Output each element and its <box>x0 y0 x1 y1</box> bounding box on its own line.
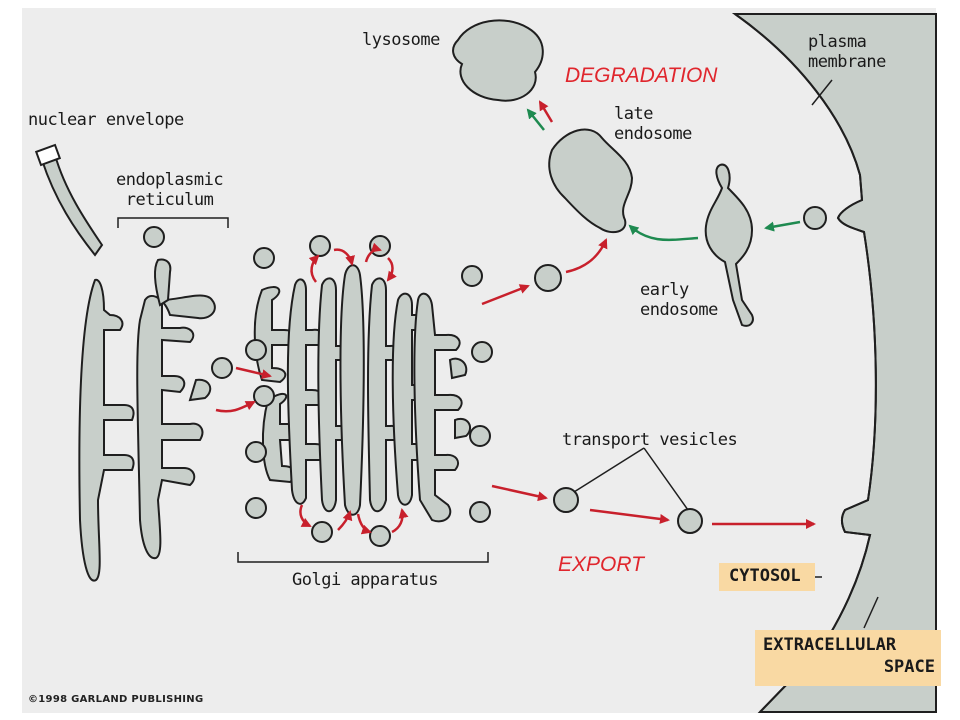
golgi-vesicle <box>469 501 491 523</box>
late-endosome-label: late endosome <box>614 104 692 144</box>
golgi-vesicle <box>369 525 391 547</box>
extracellular-space-box: EXTRACELLULAR SPACE <box>755 630 941 686</box>
plasma-membrane-label: plasma membrane <box>808 32 886 72</box>
late-endosome-to-lysosome-arrow <box>538 100 554 123</box>
transport-vesicles-leader <box>573 447 645 493</box>
golgi-vesicle <box>534 264 562 292</box>
vesicle-to-late-endosome-arrow <box>565 238 608 274</box>
golgi-vesicle <box>311 521 333 543</box>
transport-vesicle <box>553 487 579 513</box>
golgi-vesicle <box>461 265 483 287</box>
golgi-recycle-arrow <box>364 242 382 263</box>
transport-vesicles-label: transport vesicles <box>562 430 738 450</box>
export-label: EXPORT <box>558 553 644 576</box>
endoplasmic-reticulum-bulge <box>188 378 212 402</box>
golgi-recycle-arrow <box>308 254 320 283</box>
early-to-late-endosome-arrow <box>628 224 699 242</box>
golgi-recycle-arrow <box>391 508 409 534</box>
copyright-text: ©1998 GARLAND PUBLISHING <box>28 694 204 705</box>
golgi-recycle-arrow <box>356 513 372 535</box>
late-endosome <box>548 128 634 234</box>
golgi-recycle-arrow <box>337 510 353 531</box>
plasma-membrane-label-line1: plasma <box>808 32 867 52</box>
golgi-to-vesicle-arrow <box>481 284 530 306</box>
golgi-cisterna-3 <box>286 278 327 505</box>
extracellular-leader <box>863 596 879 629</box>
late-endosome-label-line2: endosome <box>614 124 692 144</box>
golgi-vesicle <box>253 385 275 407</box>
late-endosome-to-lysosome-green-arrow <box>526 108 545 131</box>
plasma-membrane-leader <box>811 79 833 106</box>
golgi-vesicle <box>245 497 267 519</box>
lysosome <box>452 19 544 102</box>
er-to-golgi-arrow <box>235 366 272 380</box>
lysosome-label: lysosome <box>362 30 440 50</box>
vesicle-to-early-endosome-arrow <box>764 220 801 232</box>
er-vesicle <box>143 226 165 248</box>
golgi-label: Golgi apparatus <box>292 570 439 590</box>
plasma-membrane-label-line2: membrane <box>808 52 886 72</box>
er-label: endoplasmic reticulum <box>116 170 224 210</box>
golgi-export-arrow <box>491 484 548 502</box>
late-endosome-label-line1: late <box>614 104 653 124</box>
golgi-recycle-arrow <box>333 248 355 266</box>
golgi-recycle-arrow <box>299 504 312 528</box>
er-bracket <box>117 217 229 228</box>
er-label-line1: endoplasmic <box>116 170 224 190</box>
cytosol-box: CYTOSOL <box>719 563 815 591</box>
early-endosome-label: early endosome <box>640 280 718 320</box>
er-label-line2: reticulum <box>125 190 214 210</box>
golgi-cisterna-center <box>339 264 365 516</box>
degradation-label: DEGRADATION <box>565 64 718 87</box>
golgi-recycle-arrow <box>386 257 397 282</box>
golgi-vesicle <box>469 425 491 447</box>
golgi-vesicle <box>245 441 267 463</box>
nuclear-envelope-label: nuclear envelope <box>28 110 184 130</box>
golgi-vesicle <box>253 247 275 269</box>
er-vesicle <box>211 357 233 379</box>
golgi-vesicle <box>309 235 331 257</box>
endocytic-vesicle <box>803 206 827 230</box>
golgi-cisterna-8 <box>413 292 463 523</box>
early-endosome <box>704 163 754 327</box>
transport-vesicles-leader <box>643 447 689 511</box>
golgi-vesicle <box>471 341 493 363</box>
endoplasmic-reticulum-middle <box>136 294 216 560</box>
er-to-golgi-arrow <box>215 400 256 413</box>
endoplasmic-reticulum-right <box>153 258 172 307</box>
nuclear-envelope <box>40 153 104 257</box>
early-endosome-label-line1: early <box>640 280 689 300</box>
endoplasmic-reticulum-left <box>78 278 135 582</box>
golgi-cisterna-9 <box>448 357 468 380</box>
plasma-membrane <box>734 13 877 713</box>
golgi-vesicle <box>245 339 267 361</box>
vesicle-export-arrow <box>589 508 670 524</box>
early-endosome-label-line2: endosome <box>640 300 718 320</box>
extracellular-line2: SPACE <box>883 657 935 677</box>
golgi-bracket <box>237 552 489 563</box>
transport-vesicle <box>677 508 703 534</box>
golgi-cisterna-2 <box>261 392 303 484</box>
extracellular-line1: EXTRACELLULAR <box>763 635 897 655</box>
golgi-cisterna-10 <box>454 417 471 440</box>
nuclear-envelope-inset <box>34 143 62 167</box>
golgi-vesicle <box>369 235 391 257</box>
